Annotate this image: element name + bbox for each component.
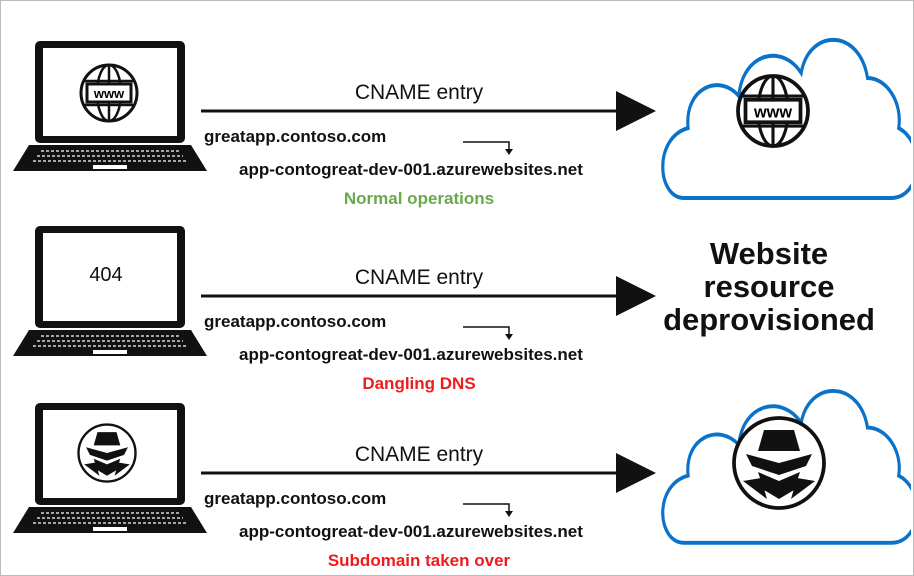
row-takeover: CNAME entry greatapp.contoso.com app-con…	[1, 363, 913, 570]
target-domain: app-contogreat-dev-001.azurewebsites.net	[239, 345, 583, 364]
row-dangling: 404 CNAME entry greatapp.contoso.com app…	[1, 186, 913, 393]
laptop-icon	[12, 225, 208, 357]
deprovisioned-label: Website resource deprovisioned	[651, 237, 887, 336]
status-label: Dangling DNS	[362, 374, 476, 393]
target-domain: app-contogreat-dev-001.azurewebsites.net	[239, 522, 583, 541]
laptop-icon	[12, 402, 208, 534]
www-globe-icon	[79, 63, 139, 123]
cname-arrow	[201, 91, 656, 155]
cloud-www-icon	[660, 37, 911, 201]
error-404-text: 404	[89, 264, 123, 286]
status-label: Subdomain taken over	[327, 551, 511, 570]
source-domain: greatapp.contoso.com	[204, 312, 387, 331]
cname-label: CNAME entry	[354, 266, 484, 289]
cloud-hacker-icon	[660, 389, 911, 545]
target-domain: app-contogreat-dev-001.azurewebsites.net	[239, 160, 583, 179]
source-domain: greatapp.contoso.com	[204, 127, 387, 146]
cname-arrow	[201, 453, 656, 517]
hacker-icon	[77, 423, 137, 483]
redirect-arrow-icon	[463, 326, 510, 336]
deprovisioned-line: Website	[709, 236, 829, 271]
source-domain: greatapp.contoso.com	[204, 489, 387, 508]
cname-label: CNAME entry	[354, 443, 484, 466]
laptop-icon	[12, 40, 208, 172]
redirect-arrow-icon	[463, 503, 510, 513]
row-normal: CNAME entry greatapp.contoso.com app-con…	[1, 1, 913, 208]
cname-label: CNAME entry	[354, 81, 484, 104]
redirect-arrow-icon	[463, 141, 510, 151]
status-label: Normal operations	[343, 189, 495, 208]
cname-arrow	[201, 276, 656, 340]
deprovisioned-line: resource	[703, 269, 835, 304]
deprovisioned-line: deprovisioned	[663, 302, 875, 337]
